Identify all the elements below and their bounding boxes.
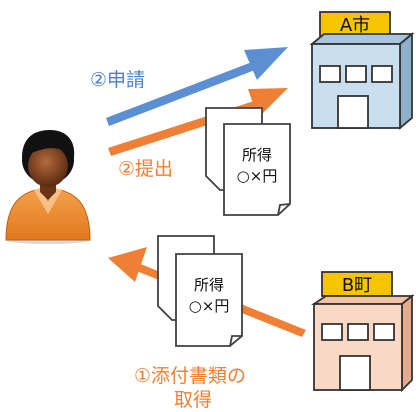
submit-label: ②提出 [118, 158, 173, 180]
document-stack-top: 所得 ○×円 [205, 107, 291, 216]
obtain-label-line2: 取得 [174, 389, 212, 411]
building-a-name: A市 [340, 15, 370, 36]
apply-arrow-head [244, 47, 288, 80]
document-icon [175, 253, 243, 347]
building-a: A市 [309, 11, 415, 130]
person-icon [5, 130, 91, 244]
obtain-label-line1: ①添付書類の [134, 365, 246, 387]
apply-arrow [106, 47, 288, 126]
apply-arrow-body [106, 62, 255, 126]
building-b-name: B町 [342, 275, 372, 296]
document-bottom-line1: 所得 [194, 276, 224, 294]
document-icon [223, 123, 291, 216]
building-icon [309, 32, 415, 130]
document-top-line1: 所得 [242, 146, 272, 164]
building-icon [311, 294, 415, 393]
building-b-sign [321, 271, 393, 297]
obtain-arrow-head [108, 247, 147, 282]
apply-label: ②申請 [90, 69, 145, 91]
building-b: B町 [311, 271, 415, 393]
document-bottom-line2: ○×円 [189, 297, 230, 315]
document-stack-bottom: 所得 ○×円 [157, 235, 243, 347]
document-top-line2: ○×円 [237, 167, 278, 185]
